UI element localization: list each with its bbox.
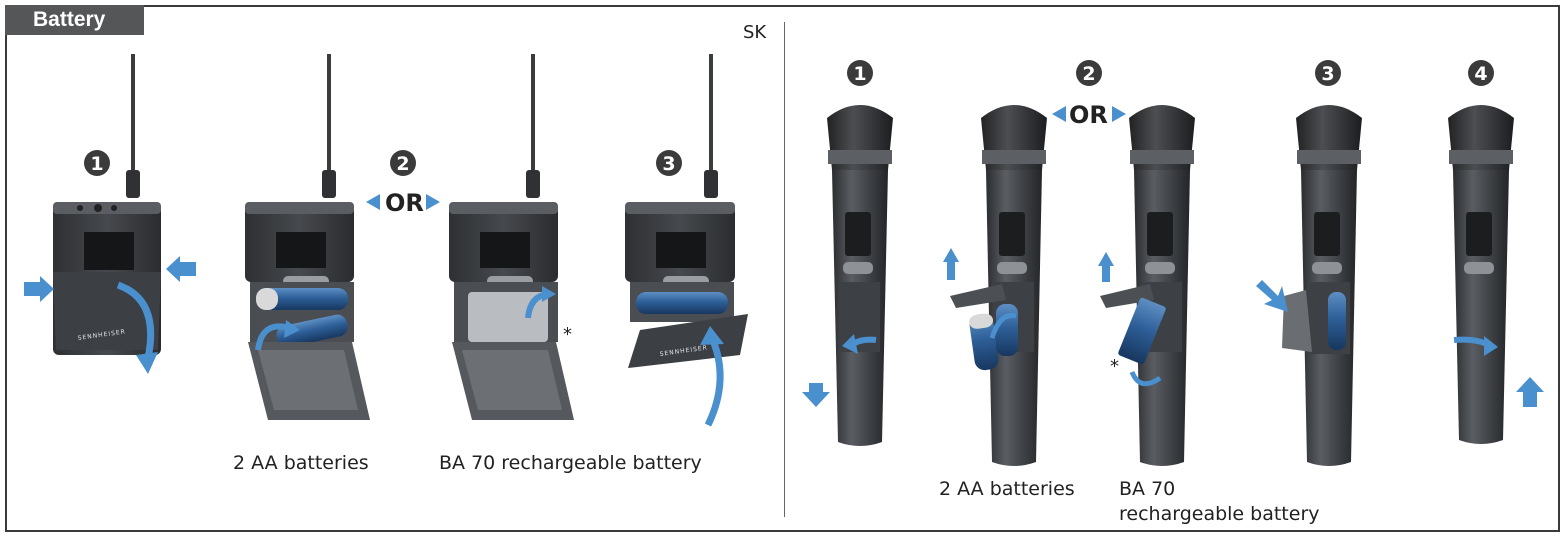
step-number-1: 1 bbox=[90, 153, 103, 175]
or-label-handheld: OR bbox=[1069, 101, 1108, 129]
or-left-arrow-icon bbox=[366, 194, 380, 210]
or-right-arrow-icon bbox=[426, 194, 440, 210]
caption-skm-ba70-line2: rechargeable battery bbox=[1119, 503, 1320, 525]
or-left-arrow-handheld-icon bbox=[1052, 106, 1066, 122]
section-title: Battery bbox=[5, 5, 144, 35]
mic1-pull-down-arrow-icon bbox=[802, 383, 830, 407]
handheld-step-1 bbox=[827, 105, 893, 446]
asterisk-handheld: * bbox=[1110, 356, 1119, 377]
caption-sk-ba70: BA 70 rechargeable battery bbox=[439, 452, 702, 474]
asterisk-bodypack: * bbox=[563, 324, 572, 345]
handheld-step-badges: 1 2 3 4 bbox=[847, 60, 1494, 86]
mic-step-number-3: 3 bbox=[1321, 63, 1334, 85]
open-cover-arrow-icon bbox=[116, 281, 155, 359]
mic4-push-up-arrow-icon bbox=[1516, 377, 1544, 407]
mic3-close-arrow-icon bbox=[1256, 280, 1288, 312]
mic-step-badge-1 bbox=[847, 60, 873, 86]
mic-step-badge-4 bbox=[1468, 60, 1494, 86]
handheld-step-2-ba70 bbox=[1100, 105, 1195, 466]
bodypack-step-2-aa bbox=[245, 54, 370, 420]
mic-step-number-4: 4 bbox=[1474, 63, 1487, 85]
mic2ba70-insert-arrow-icon bbox=[1129, 370, 1162, 387]
mic2aa-lift-arrow-icon bbox=[943, 248, 959, 280]
push-left-arrow-icon bbox=[166, 256, 196, 282]
close-cover-arrow-icon bbox=[704, 336, 724, 427]
bodypack-step-2-ba70 bbox=[449, 54, 574, 420]
caption-skm-ba70-line1: BA 70 bbox=[1119, 478, 1176, 500]
handheld-step-2-aa bbox=[950, 105, 1047, 466]
step-badge-1 bbox=[84, 150, 110, 176]
handheld-step-3 bbox=[1282, 105, 1362, 466]
mic-step-badge-3 bbox=[1315, 60, 1341, 86]
mic2ba70-lift-arrow-icon bbox=[1098, 252, 1114, 282]
bodypack-step-3: SENNHEISER bbox=[625, 54, 748, 368]
figure-frame bbox=[5, 5, 1560, 532]
mic-step-number-2: 2 bbox=[1082, 63, 1095, 85]
step-number-3: 3 bbox=[662, 153, 675, 175]
step-badge-3 bbox=[656, 150, 682, 176]
push-right-arrow-icon bbox=[24, 276, 54, 302]
mic-step-badge-2 bbox=[1076, 60, 1102, 86]
bodypack-step-badges: 1 2 3 bbox=[84, 150, 682, 176]
bodypack-section-label: SK bbox=[743, 22, 767, 43]
mic-step-number-1: 1 bbox=[853, 63, 866, 85]
caption-skm-aa: 2 AA batteries bbox=[939, 478, 1075, 500]
caption-sk-aa: 2 AA batteries bbox=[233, 452, 369, 474]
step-number-2: 2 bbox=[396, 153, 409, 175]
mic2aa-insert-arrow-icon bbox=[989, 312, 1017, 339]
handheld-step-4 bbox=[1448, 105, 1514, 444]
step-badge-2 bbox=[390, 150, 416, 176]
or-right-arrow-handheld-icon bbox=[1112, 106, 1126, 122]
or-label-bodypack: OR bbox=[385, 189, 424, 217]
section-divider bbox=[784, 22, 785, 517]
